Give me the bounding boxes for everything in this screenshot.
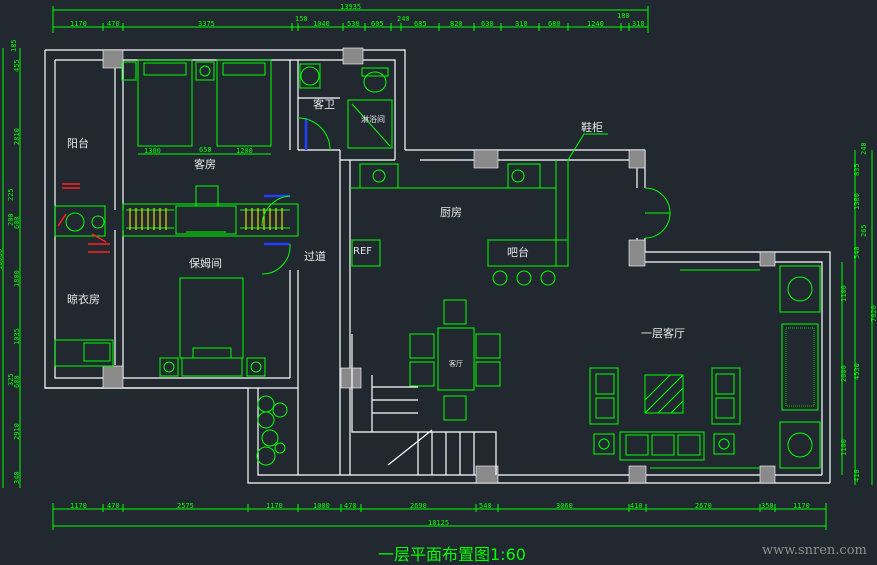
dim: 2575 bbox=[177, 502, 194, 510]
dim: 265 bbox=[860, 224, 868, 237]
dim: 1380 bbox=[853, 193, 861, 210]
dim: 470 bbox=[344, 502, 357, 510]
dim: 605 bbox=[371, 20, 384, 28]
dim: 325 bbox=[7, 373, 15, 386]
dim: 2910 bbox=[13, 423, 21, 440]
watermark: www.snren.com bbox=[762, 543, 867, 558]
right-dimensions: 7820 240 835 1380 265 540 4530 410 1100 … bbox=[840, 142, 877, 485]
furniture: 1300 650 1200 bbox=[54, 59, 821, 475]
dim: 630 bbox=[481, 20, 494, 28]
dim: 4530 bbox=[853, 363, 861, 380]
right-total-dim: 7820 bbox=[870, 305, 877, 322]
dim: 1170 bbox=[266, 502, 283, 510]
dim: 310 bbox=[632, 20, 645, 28]
wardrobe bbox=[122, 203, 299, 237]
dim: 340 bbox=[13, 471, 21, 484]
dim: 600 bbox=[13, 375, 21, 388]
bottom-dimensions: 1170 470 2575 1170 1000 470 2690 540 306… bbox=[52, 502, 827, 530]
dim: 1000 bbox=[313, 502, 330, 510]
bottom-total-dim: 18125 bbox=[428, 519, 449, 527]
label-guest-bath: 客卫 bbox=[313, 97, 335, 111]
dim: 1040 bbox=[313, 20, 330, 28]
dim: 650 bbox=[199, 146, 212, 154]
label-corridor: 过道 bbox=[304, 249, 326, 263]
label-living-room: 一层客厅 bbox=[641, 326, 685, 340]
left-dimensions: 10000 185 455 2810 225 200 600 1800 1035… bbox=[0, 39, 21, 488]
dim: 820 bbox=[450, 20, 463, 28]
label-fridge: REF bbox=[353, 246, 372, 257]
dim: 1100 bbox=[840, 285, 848, 302]
dim: 3375 bbox=[198, 20, 215, 28]
coffee-table bbox=[644, 374, 684, 414]
columns bbox=[102, 47, 776, 484]
dim: 410 bbox=[853, 469, 861, 482]
dim: 1200 bbox=[236, 147, 253, 155]
label-balcony: 阳台 bbox=[67, 136, 89, 150]
dim: 540 bbox=[853, 246, 861, 259]
dim: 225 bbox=[7, 188, 15, 201]
dim: 1170 bbox=[70, 20, 87, 28]
dim: 2810 bbox=[13, 128, 21, 145]
dim: 530 bbox=[347, 20, 360, 28]
label-kitchen: 厨房 bbox=[440, 206, 462, 219]
dim: 3060 bbox=[556, 502, 573, 510]
dim: 540 bbox=[479, 502, 492, 510]
dim: 1170 bbox=[70, 502, 87, 510]
dim: 470 bbox=[107, 20, 120, 28]
dim: 600 bbox=[13, 216, 21, 229]
dim: 150 bbox=[295, 15, 308, 23]
room-labels: 阳台 客房 客卫 淋浴间 鞋柜 厨房 吧台 保姆间 过道 晾衣房 一层客厅 RE… bbox=[67, 97, 685, 368]
sofa-right bbox=[711, 367, 741, 425]
sofa-bottom bbox=[619, 431, 705, 461]
dim: 680 bbox=[548, 20, 561, 28]
label-laundry: 晾衣房 bbox=[67, 292, 100, 306]
dim: 2690 bbox=[410, 502, 427, 510]
dim: 200 bbox=[7, 213, 15, 226]
maid-bed bbox=[179, 277, 244, 359]
dim: 180 bbox=[617, 12, 630, 20]
label-guest-room: 客房 bbox=[194, 157, 216, 171]
label-dining: 客厅 bbox=[449, 359, 463, 368]
dim: 185 bbox=[10, 39, 18, 52]
dim: 1100 bbox=[840, 439, 848, 456]
dim: 455 bbox=[13, 59, 21, 72]
guest-bed-right bbox=[216, 59, 272, 147]
label-shoe-cabinet: 鞋柜 bbox=[581, 120, 603, 134]
tv-cabinet bbox=[781, 323, 819, 411]
top-dimensions: 13935 1170 470 3375 150 1040 530 605 240… bbox=[52, 3, 649, 33]
label-bar: 吧台 bbox=[507, 245, 529, 259]
label-shower: 淋浴间 bbox=[361, 114, 385, 124]
dim: 2000 bbox=[840, 365, 848, 382]
dim: 240 bbox=[860, 142, 868, 155]
label-maid-room: 保姆间 bbox=[189, 256, 222, 270]
left-total-dim: 10000 bbox=[0, 249, 4, 270]
dim: 310 bbox=[515, 20, 528, 28]
drawing-title: 一层平面布置图1:60 bbox=[378, 545, 526, 564]
dim: 1170 bbox=[793, 502, 810, 510]
bar-counter bbox=[487, 239, 569, 267]
dim: 1300 bbox=[144, 147, 161, 155]
dim: 240 bbox=[397, 15, 410, 23]
dim: 1240 bbox=[587, 20, 604, 28]
dim: 1035 bbox=[13, 328, 21, 345]
dim: 685 bbox=[414, 20, 427, 28]
sofa-left bbox=[589, 367, 619, 425]
dim: 835 bbox=[853, 163, 861, 176]
dining-table bbox=[437, 327, 475, 391]
dim: 470 bbox=[107, 502, 120, 510]
guest-bed-left bbox=[137, 59, 193, 147]
dim: 2670 bbox=[695, 502, 712, 510]
dim: 410 bbox=[630, 502, 643, 510]
top-total-dim: 13935 bbox=[340, 3, 361, 11]
dim: 1800 bbox=[13, 270, 21, 287]
dim: 350 bbox=[761, 502, 774, 510]
plants bbox=[256, 395, 288, 466]
